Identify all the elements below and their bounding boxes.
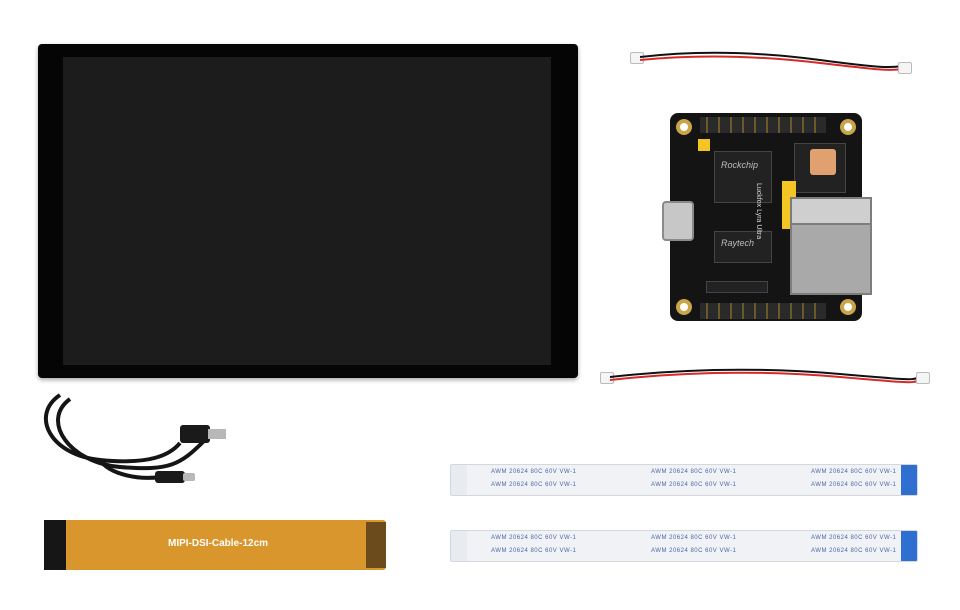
- ffc-end-right: [901, 465, 917, 495]
- ffc-marking: AWM 20624 80C 60V VW-1: [811, 469, 897, 475]
- display-connector: [706, 281, 768, 293]
- jst-cable-top: [630, 48, 920, 78]
- ffc-marking: AWM 20624 80C 60V VW-1: [491, 535, 577, 541]
- mount-hole: [840, 119, 856, 135]
- ffc-end-left: [451, 465, 467, 495]
- mipi-cable-contacts-right: [366, 522, 386, 568]
- gpio-header-top: [700, 117, 826, 133]
- ffc-end-left: [451, 531, 467, 561]
- ffc-marking: AWM 20624 80C 60V VW-1: [811, 535, 897, 541]
- usb-c-plug: [155, 471, 185, 483]
- ffc-marking: AWM 20624 80C 60V VW-1: [651, 535, 737, 541]
- usb-c-port: [662, 201, 694, 241]
- ffc-marking: AWM 20624 80C 60V VW-1: [491, 482, 577, 488]
- soc-chip: Rockchip: [714, 151, 772, 203]
- ffc-cable-1: AWM 20624 80C 60V VW-1 AWM 20624 80C 60V…: [450, 464, 918, 496]
- ffc-marking: AWM 20624 80C 60V VW-1: [491, 469, 577, 475]
- lcd-active-area: [63, 57, 551, 365]
- ffc-marking: AWM 20624 80C 60V VW-1: [651, 469, 737, 475]
- soc-brand: Rockchip: [721, 160, 759, 170]
- pmic-chip: Raytech: [714, 231, 772, 263]
- jst-connector-left: [630, 52, 644, 64]
- mipi-dsi-cable: [44, 520, 386, 570]
- camera-pad: [810, 149, 836, 175]
- jst-wires-top: [640, 51, 903, 71]
- lcd-display-panel: [38, 44, 578, 378]
- ffc-cable-2: AWM 20624 80C 60V VW-1 AWM 20624 80C 60V…: [450, 530, 918, 562]
- mount-hole: [676, 119, 692, 135]
- usb-cable: [43, 393, 226, 483]
- ffc-marking: AWM 20624 80C 60V VW-1: [811, 482, 897, 488]
- ffc-end-right: [901, 531, 917, 561]
- pmic-brand: Raytech: [721, 238, 755, 248]
- mount-hole: [676, 299, 692, 315]
- board-button: [698, 139, 710, 151]
- jst-connector-right: [916, 372, 930, 384]
- ethernet-port-top: [790, 197, 872, 225]
- mount-hole: [840, 299, 856, 315]
- usb-a-plug: [180, 425, 210, 443]
- jst-connector-right: [898, 62, 912, 74]
- ffc-marking: AWM 20624 80C 60V VW-1: [491, 548, 577, 554]
- board-name: Luckfox Lyra Ultra: [755, 183, 762, 240]
- controller-board: Rockchip Raytech Luckfox Lyra Ultra: [662, 113, 872, 321]
- ffc-marking: AWM 20624 80C 60V VW-1: [811, 548, 897, 554]
- ffc-marking: AWM 20624 80C 60V VW-1: [651, 548, 737, 554]
- jst-connector-left: [600, 372, 614, 384]
- ffc-marking: AWM 20624 80C 60V VW-1: [651, 482, 737, 488]
- jst-cable-bottom: [600, 362, 930, 392]
- jst-wires-bottom: [610, 368, 919, 384]
- gpio-header-bottom: [700, 303, 826, 319]
- mipi-cable-label: MIPI-DSI-Cable-12cm: [168, 538, 269, 549]
- mipi-cable-stiffener-left: [44, 520, 66, 570]
